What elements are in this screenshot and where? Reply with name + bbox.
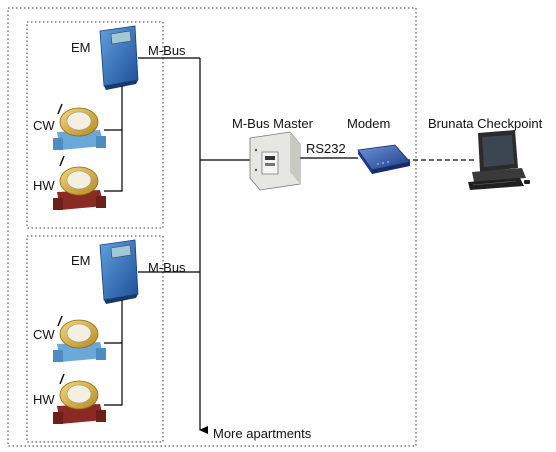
apartment-2-mbus-label: M-Bus (148, 260, 186, 275)
modem-device-icon (357, 144, 411, 174)
apartment-1-hw-meter-icon (53, 155, 106, 210)
checkpoint-computer-icon (468, 130, 530, 190)
apartment-1-mbus-label: M-Bus (148, 43, 186, 58)
apartment-2-boundary (26, 235, 164, 443)
modem-label: Modem (347, 116, 391, 131)
apartment-2-em-label: EM (71, 253, 91, 268)
rs232-label: RS232 (306, 141, 346, 156)
apartment-2-wiring (104, 271, 200, 406)
apartment-2-em-device-icon (99, 239, 139, 304)
apartment-2-cw-label: CW (33, 327, 55, 342)
apartment-1-wiring (104, 57, 200, 192)
apartment-2-cw-meter-icon (53, 315, 106, 362)
apartment-1-cw-label: CW (33, 118, 55, 133)
apartment-1-cw-meter-icon (53, 103, 106, 150)
apartment-1-boundary (26, 21, 164, 229)
mbus-master-device-icon (249, 131, 301, 191)
apartment-1-hw-label: HW (33, 178, 55, 193)
apartment-1-em-label: EM (71, 40, 91, 55)
checkpoint-label: Brunata Checkpoint (428, 116, 543, 131)
apartment-1-em-device-icon (99, 25, 139, 90)
more-apartments-label: More apartments (213, 426, 312, 441)
building-boundary (7, 7, 417, 447)
apartment-2-hw-label: HW (33, 392, 55, 407)
apartment-2-hw-meter-icon (53, 373, 106, 424)
mbus-master-label: M-Bus Master (232, 116, 313, 131)
